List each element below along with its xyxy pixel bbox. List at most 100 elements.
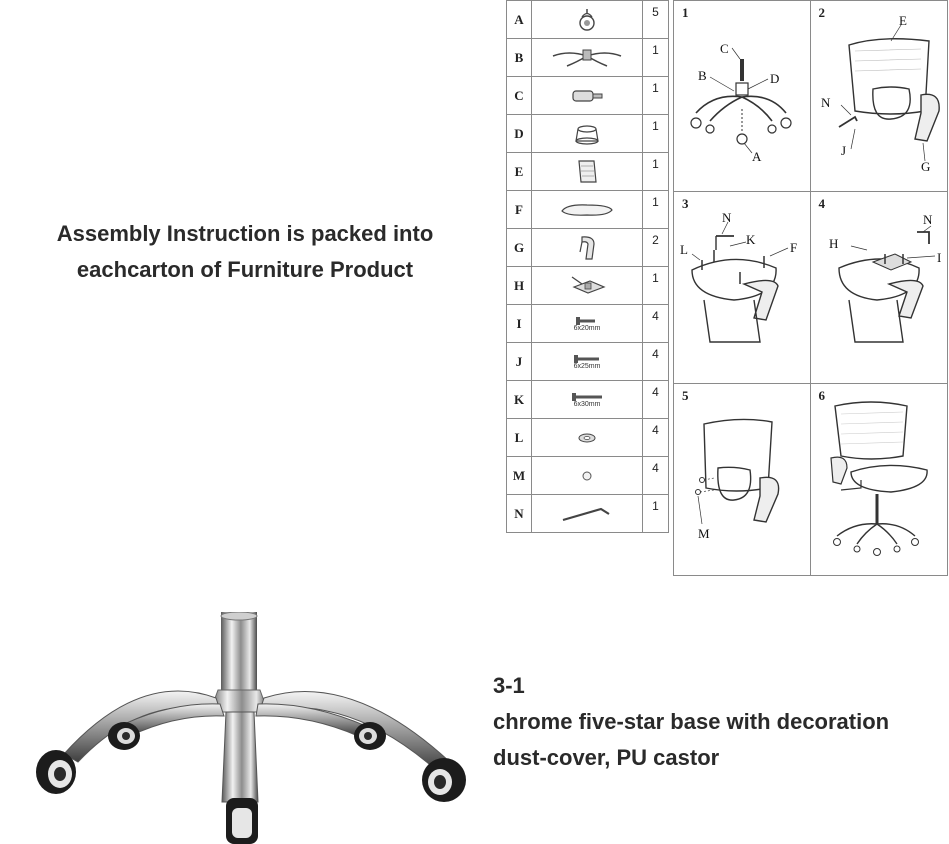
part-letter: J [506, 342, 532, 381]
part-quantity: 5 [642, 0, 669, 39]
assembly-note-line-1: Assembly Instruction is packed into [56, 221, 434, 246]
callout-n: N [923, 212, 933, 227]
callout-f: F [790, 240, 797, 255]
assembly-step-6: 6 [811, 384, 948, 575]
ball-cover-diagram: M [695, 418, 780, 541]
callout-j: J [841, 143, 846, 158]
callout-g: G [921, 159, 930, 174]
part-letter: E [506, 152, 532, 191]
part-quantity: 4 [642, 380, 669, 419]
parts-row: I 6x20mm 4 [506, 304, 669, 343]
callout-e: E [899, 13, 907, 28]
part-letter: D [506, 114, 532, 153]
assembly-steps-grid: 1 C B D A 2 [673, 0, 948, 576]
ball-icon [531, 456, 643, 495]
armrest-icon [531, 228, 643, 267]
callout-h: H [829, 236, 838, 251]
assembly-step-1: 1 C B D A [674, 1, 811, 193]
step-number: 4 [818, 196, 826, 212]
part-letter: G [506, 228, 532, 267]
assembly-step-4: 4 H N I [810, 192, 947, 384]
step-number: 6 [818, 387, 826, 403]
part-quantity: 4 [642, 456, 669, 495]
callout-n: N [722, 210, 732, 225]
screw-size-label: 6x25mm [573, 362, 601, 370]
parts-list-table: A 5 B 1 C 1 D [506, 0, 669, 533]
product-code: 3-1 [493, 673, 525, 698]
callout-i: I [937, 250, 941, 265]
star-base-icon [531, 38, 643, 77]
callout-n: N [821, 95, 831, 110]
parts-row: L 4 [506, 418, 669, 457]
backrest-armrest-diagram: E N J G [821, 13, 940, 174]
assembly-step-2: 2 E N J G [810, 1, 947, 193]
parts-row: J 6x25mm 4 [506, 342, 669, 381]
castor-wheel [226, 798, 258, 844]
callout-k: K [746, 232, 756, 247]
parts-row: H 1 [506, 266, 669, 305]
parts-row: M 4 [506, 456, 669, 495]
step-number: 5 [682, 387, 689, 403]
callout-l: L [680, 242, 688, 257]
parts-row: N 1 [506, 494, 669, 533]
product-description: 3-1 chrome five-star base with decoratio… [493, 668, 943, 776]
part-letter: M [506, 456, 532, 495]
chrome-base-photo [36, 612, 466, 844]
castor-wheel [354, 722, 386, 750]
seat-mounting-diagram: N K L F [680, 210, 797, 344]
parts-row: E 1 [506, 152, 669, 191]
screw-icon: 6x25mm [531, 342, 643, 381]
callout-c: C [720, 41, 729, 56]
part-quantity: 1 [642, 190, 669, 229]
callout-d: D [770, 71, 779, 86]
castor-wheel [422, 758, 466, 802]
seat-icon [531, 190, 643, 229]
part-letter: C [506, 76, 532, 115]
backrest-icon [531, 152, 643, 191]
part-letter: A [506, 0, 532, 39]
parts-row: D 1 [506, 114, 669, 153]
parts-row: K 6x30mm 4 [506, 380, 669, 419]
part-quantity: 1 [642, 76, 669, 115]
part-letter: L [506, 418, 532, 457]
mechanism-mounting-diagram: H N I [829, 212, 941, 344]
castor-icon [531, 0, 643, 39]
parts-row: G 2 [506, 228, 669, 267]
part-quantity: 1 [642, 114, 669, 153]
part-letter: N [506, 494, 532, 533]
dust-cover-icon [531, 114, 643, 153]
parts-row: A 5 [506, 0, 669, 39]
product-line-1: chrome five-star base with decoration [493, 709, 890, 734]
part-quantity: 1 [642, 38, 669, 77]
product-line-2: dust-cover, PU castor [493, 745, 720, 770]
base-assembly-diagram: C B D A [690, 41, 792, 164]
callout-m: M [698, 526, 710, 541]
step-number: 3 [682, 196, 689, 212]
part-quantity: 1 [642, 494, 669, 533]
callout-a: A [752, 149, 762, 164]
parts-row: B 1 [506, 38, 669, 77]
part-letter: H [506, 266, 532, 305]
castor-wheel [36, 750, 76, 794]
allen-key-icon [531, 494, 643, 533]
castor-wheel [108, 722, 140, 750]
part-letter: I [506, 304, 532, 343]
screw-icon: 6x20mm [531, 304, 643, 343]
part-quantity: 1 [642, 152, 669, 191]
part-letter: F [506, 190, 532, 229]
screw-icon: 6x30mm [531, 380, 643, 419]
assembly-step-3: 3 N K L F [674, 192, 811, 384]
assembly-note: Assembly Instruction is packed into each… [20, 216, 470, 288]
step-number: 1 [682, 5, 689, 20]
assembly-note-line-2: eachcarton of Furniture Product [76, 257, 414, 282]
part-quantity: 4 [642, 342, 669, 381]
parts-row: F 1 [506, 190, 669, 229]
part-quantity: 4 [642, 304, 669, 343]
parts-row: C 1 [506, 76, 669, 115]
part-quantity: 4 [642, 418, 669, 457]
assembly-step-5: 5 M [674, 383, 811, 575]
screw-size-label: 6x20mm [573, 324, 601, 332]
part-letter: B [506, 38, 532, 77]
washer-icon [531, 418, 643, 457]
final-assembly-diagram [829, 401, 928, 556]
